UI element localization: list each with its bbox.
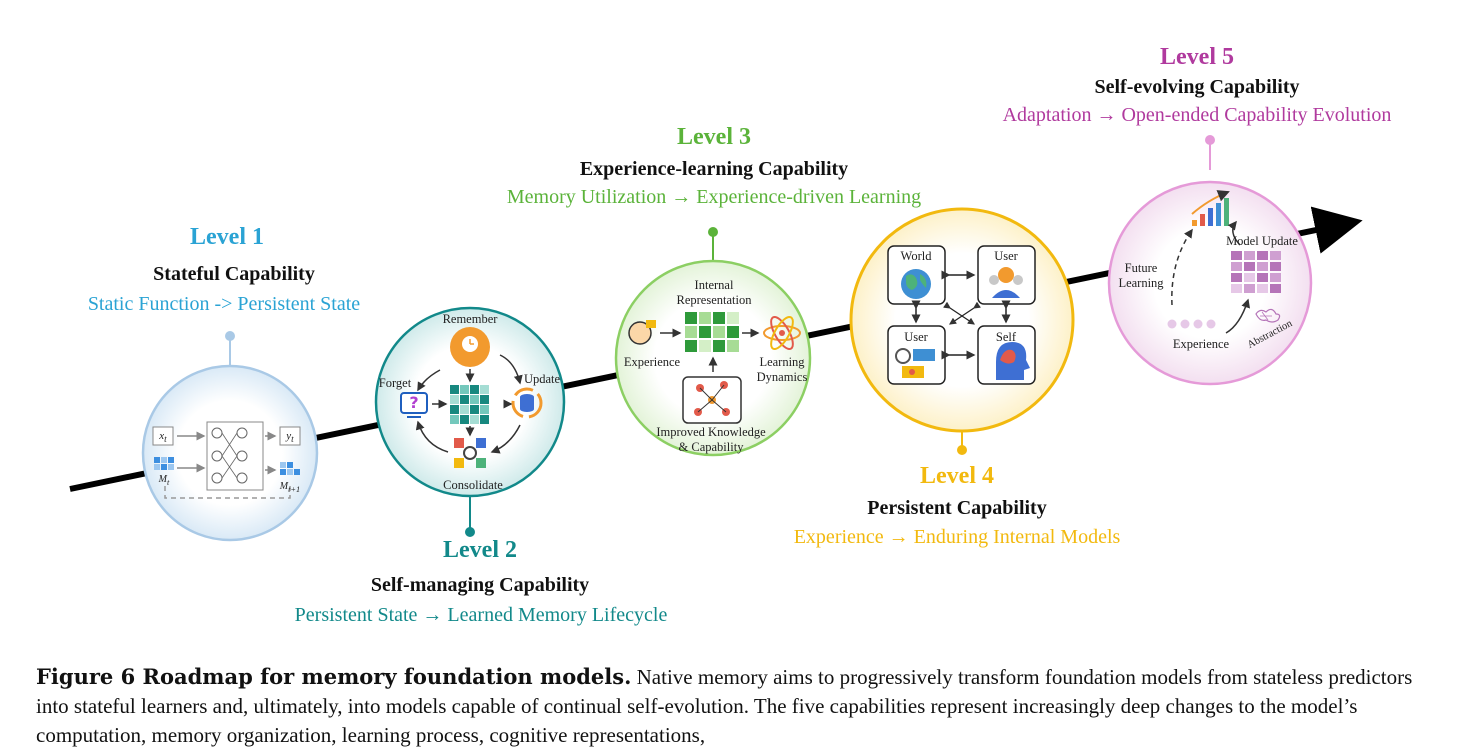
user-top-label: User bbox=[994, 249, 1018, 263]
memory-next-symbol: M bbox=[279, 481, 289, 492]
internal-line1: Internal bbox=[694, 278, 734, 292]
memory-grid-icon bbox=[154, 457, 174, 470]
update-label: Update bbox=[523, 372, 561, 386]
learning-line1: Learning bbox=[759, 355, 805, 369]
experience5-label: Experience bbox=[1172, 337, 1230, 351]
level2-pin bbox=[465, 527, 475, 537]
level4-title: Level 4 bbox=[920, 463, 994, 489]
level3-title: Level 3 bbox=[677, 124, 751, 150]
consolidate-icon bbox=[454, 438, 486, 468]
level4-pin bbox=[957, 445, 967, 455]
growth-chart-icon bbox=[1191, 190, 1230, 226]
forget-label: Forget bbox=[378, 376, 412, 390]
memory-subscript: t bbox=[167, 478, 170, 487]
world-label: World bbox=[900, 249, 932, 263]
output-subscript: t bbox=[291, 434, 294, 445]
input-symbol: x bbox=[159, 430, 165, 442]
level1-pin bbox=[225, 331, 235, 341]
memory-next-grid-icon bbox=[280, 462, 300, 475]
knowledge-network-icon bbox=[682, 376, 742, 424]
level3-transition: Memory Utilization → Experience-driven L… bbox=[506, 186, 922, 208]
level5-circle bbox=[1107, 180, 1313, 386]
figure-caption: Figure 6 Roadmap for memory foundation m… bbox=[36, 662, 1448, 750]
level5-evolution-graphic bbox=[1167, 190, 1281, 334]
self-label: Self bbox=[995, 330, 1017, 344]
future-line1: Future bbox=[1124, 261, 1158, 275]
level1-network-diagram bbox=[152, 421, 301, 499]
level4-transition: Experience → Enduring Internal Models bbox=[793, 526, 1121, 548]
input-label: xt bbox=[159, 429, 166, 447]
internal-line2: Representation bbox=[676, 293, 752, 307]
memory-next-subscript: t+1 bbox=[288, 485, 301, 494]
model-grid-icon bbox=[1231, 251, 1281, 293]
self-head-icon bbox=[996, 342, 1030, 380]
future-line2: Learning bbox=[1118, 276, 1164, 290]
user-bottom-label: User bbox=[904, 330, 928, 344]
level1-capability: Stateful Capability bbox=[153, 263, 315, 285]
level5-transition: Adaptation → Open-ended Capability Evolu… bbox=[1002, 104, 1392, 126]
learning-line2: Dynamics bbox=[756, 370, 808, 384]
level2-capability: Self-managing Capability bbox=[370, 574, 590, 596]
level4-model-graphic bbox=[887, 245, 1036, 385]
level2-transition: Persistent State → Learned Memory Lifecy… bbox=[294, 604, 668, 626]
memory-next-label: Mt+1 bbox=[280, 479, 300, 497]
improved-line1: Improved Knowledge bbox=[656, 425, 766, 439]
experience-icon bbox=[628, 320, 656, 345]
forget-icon: ? bbox=[400, 392, 428, 418]
experience-dots-icon bbox=[1167, 319, 1216, 329]
memory-symbol: M bbox=[158, 474, 168, 485]
user-profile-icon bbox=[895, 348, 935, 378]
level4-capability: Persistent Capability bbox=[867, 497, 1047, 519]
level4-circle bbox=[849, 207, 1075, 433]
level5-capability: Self-evolving Capability bbox=[1094, 76, 1300, 98]
memory-matrix-icon bbox=[450, 385, 489, 424]
level1-transition: Static Function -> Persistent State bbox=[87, 293, 361, 315]
globe-icon bbox=[901, 269, 931, 299]
level5-pin bbox=[1205, 135, 1215, 145]
model-update-label: Model Update bbox=[1226, 234, 1298, 248]
caption-body: Native memory aims to progressively tran… bbox=[36, 665, 1413, 747]
input-subscript: t bbox=[164, 434, 167, 445]
improved-line2: & Capability bbox=[678, 440, 744, 454]
level3-pin bbox=[708, 227, 718, 237]
representation-grid-icon bbox=[685, 312, 739, 352]
user-group-icon bbox=[989, 267, 1023, 298]
experience-label: Experience bbox=[623, 355, 681, 369]
atom-icon bbox=[763, 316, 801, 350]
level5-title: Level 5 bbox=[1160, 44, 1234, 70]
remember-label: Remember bbox=[442, 312, 498, 326]
consolidate-label: Consolidate bbox=[443, 478, 503, 492]
level2-title: Level 2 bbox=[443, 537, 517, 563]
svg-text:?: ? bbox=[409, 393, 418, 412]
improved-knowledge-label: Improved Knowledge& Capability bbox=[656, 425, 765, 455]
level3-capability: Experience-learning Capability bbox=[579, 158, 849, 180]
memory-label: Mt bbox=[159, 472, 170, 490]
abstraction-doodle-icon bbox=[1255, 308, 1281, 323]
level3-learning-graphic bbox=[628, 312, 801, 424]
level1-title: Level 1 bbox=[190, 224, 264, 250]
output-label: yt bbox=[286, 429, 293, 447]
update-icon bbox=[511, 387, 543, 419]
output-symbol: y bbox=[286, 430, 292, 442]
roadmap-diagram: ? bbox=[69, 135, 1363, 542]
level2-lifecycle-graphic: ? bbox=[400, 327, 543, 468]
caption-lead: Figure 6 Roadmap for memory foundation m… bbox=[36, 664, 632, 689]
